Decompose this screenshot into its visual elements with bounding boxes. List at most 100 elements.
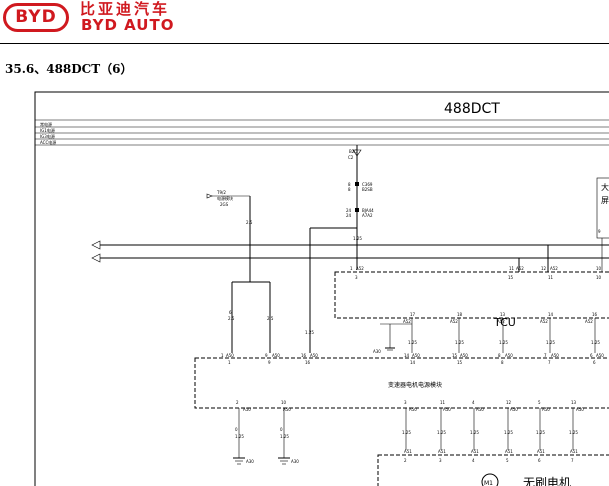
svg-text:7: 7 xyxy=(548,360,551,365)
svg-text:10: 10 xyxy=(596,275,602,280)
svg-text:电源模块: 电源模块 xyxy=(217,195,233,201)
svg-text:A50: A50 xyxy=(243,407,251,412)
fuse-symbol xyxy=(352,149,362,157)
svg-text:9: 9 xyxy=(268,360,271,365)
svg-text:9: 9 xyxy=(265,353,268,358)
svg-text:1.25: 1.25 xyxy=(402,430,411,435)
svg-text:A7A2: A7A2 xyxy=(362,213,373,218)
page-header: BYD 比亚迪汽车 BYD AUTO xyxy=(0,0,609,44)
svg-text:1: 1 xyxy=(228,360,231,365)
svg-text:1.25: 1.25 xyxy=(353,236,362,241)
svg-text:14: 14 xyxy=(404,353,410,358)
svg-text:B2SB: B2SB xyxy=(362,187,373,192)
svg-text:T9/2: T9/2 xyxy=(216,190,226,195)
svg-text:A51: A51 xyxy=(471,449,479,454)
svg-text:A50: A50 xyxy=(460,353,468,358)
svg-text:A30: A30 xyxy=(246,459,254,464)
svg-text:12: 12 xyxy=(541,266,547,271)
svg-text:1.25: 1.25 xyxy=(305,330,314,335)
svg-text:A50: A50 xyxy=(443,407,451,412)
arrow-left-b xyxy=(91,253,101,263)
section-title: 35.6、488DCT（6） xyxy=(5,62,133,76)
svg-text:1.25: 1.25 xyxy=(536,430,545,435)
svg-text:13: 13 xyxy=(500,312,506,317)
brand-name-english: BYD AUTO xyxy=(81,16,175,34)
svg-text:0: 0 xyxy=(235,427,238,432)
svg-text:3: 3 xyxy=(404,400,407,405)
svg-text:1.25: 1.25 xyxy=(470,430,479,435)
svg-text:11: 11 xyxy=(440,400,446,405)
svg-text:A52: A52 xyxy=(403,319,411,324)
svg-text:15: 15 xyxy=(452,353,458,358)
svg-text:14: 14 xyxy=(410,360,416,365)
svg-text:14: 14 xyxy=(548,312,554,317)
motor-label: 无刷电机 xyxy=(523,476,571,486)
svg-text:A52: A52 xyxy=(497,319,505,324)
svg-text:8: 8 xyxy=(501,360,504,365)
svg-text:大: 大 xyxy=(601,182,609,192)
svg-text:A50: A50 xyxy=(310,353,318,358)
right-partial-module: 大 屏 9 xyxy=(596,177,609,272)
motor-power-module: 变速器电机电源模块 1 A50 1 9 A50 9 16 A50 16 14 A… xyxy=(194,353,609,465)
svg-text:A52: A52 xyxy=(356,266,364,271)
svg-text:1: 1 xyxy=(221,353,224,358)
svg-text:16: 16 xyxy=(301,353,307,358)
svg-text:A52: A52 xyxy=(540,319,548,324)
svg-text:2GS: 2GS xyxy=(220,202,229,207)
svg-text:8: 8 xyxy=(348,182,351,187)
svg-text:24: 24 xyxy=(346,208,352,213)
brand-name-chinese: 比亚迪汽车 xyxy=(80,0,171,18)
svg-text:A52: A52 xyxy=(516,266,524,271)
svg-text:A51: A51 xyxy=(537,449,545,454)
svg-text:10: 10 xyxy=(596,266,602,271)
svg-text:12: 12 xyxy=(506,400,512,405)
svg-text:1: 1 xyxy=(350,266,353,271)
svg-text:1.25: 1.25 xyxy=(504,430,513,435)
svg-text:4: 4 xyxy=(472,458,475,463)
svg-text:A50: A50 xyxy=(283,407,291,412)
svg-text:3: 3 xyxy=(439,458,442,463)
power-rails: 常电源 IG1电源 IG3电源 ACC电源 xyxy=(35,121,609,146)
svg-text:A50: A50 xyxy=(505,353,513,358)
svg-text:1.25: 1.25 xyxy=(591,340,600,345)
svg-text:A30: A30 xyxy=(291,459,299,464)
svg-text:1.25: 1.25 xyxy=(455,340,464,345)
svg-text:18: 18 xyxy=(457,312,463,317)
svg-text:16: 16 xyxy=(305,360,311,365)
svg-text:A50: A50 xyxy=(409,407,417,412)
brushless-motor: A51 A51 A51 A51 A51 A51 2 3 4 5 6 7 M1 无… xyxy=(377,449,609,486)
tcu-label: TCU xyxy=(493,316,516,329)
rail-label-ig1: IG1电源 xyxy=(40,127,55,133)
svg-text:11: 11 xyxy=(509,266,515,271)
svg-text:5: 5 xyxy=(538,400,541,405)
svg-text:A51: A51 xyxy=(505,449,513,454)
svg-text:A50: A50 xyxy=(596,353,604,358)
svg-text:2.5: 2.5 xyxy=(228,316,235,321)
svg-text:8: 8 xyxy=(498,353,501,358)
header-divider xyxy=(0,43,609,44)
svg-text:1.25: 1.25 xyxy=(408,340,417,345)
svg-text:24: 24 xyxy=(346,213,352,218)
svg-text:2.5: 2.5 xyxy=(267,316,274,321)
svg-text:15: 15 xyxy=(457,360,463,365)
svg-text:A50: A50 xyxy=(272,353,280,358)
svg-text:7: 7 xyxy=(544,353,547,358)
byd-logo: BYD xyxy=(3,3,69,32)
svg-text:1.25: 1.25 xyxy=(546,340,555,345)
svg-text:A51: A51 xyxy=(570,449,578,454)
svg-text:2: 2 xyxy=(236,400,239,405)
fuse-ref: C2 xyxy=(348,155,354,160)
rail-label-acc: ACC电源 xyxy=(40,139,56,145)
svg-text:A50: A50 xyxy=(576,407,584,412)
svg-text:15: 15 xyxy=(508,275,514,280)
fuse-chain: B2C C2 8 C369 8 B2SB 24 BJA44 24 A7A2 1.… xyxy=(309,145,374,353)
rail-label-ig3: IG3电源 xyxy=(40,133,55,139)
svg-text:6: 6 xyxy=(593,360,596,365)
rail-label-constant: 常电源 xyxy=(40,121,52,127)
svg-text:6: 6 xyxy=(590,353,593,358)
svg-text:8: 8 xyxy=(348,187,351,192)
svg-text:屏: 屏 xyxy=(601,196,609,205)
svg-text:1.25: 1.25 xyxy=(235,434,244,439)
connector-block-a xyxy=(355,182,359,186)
